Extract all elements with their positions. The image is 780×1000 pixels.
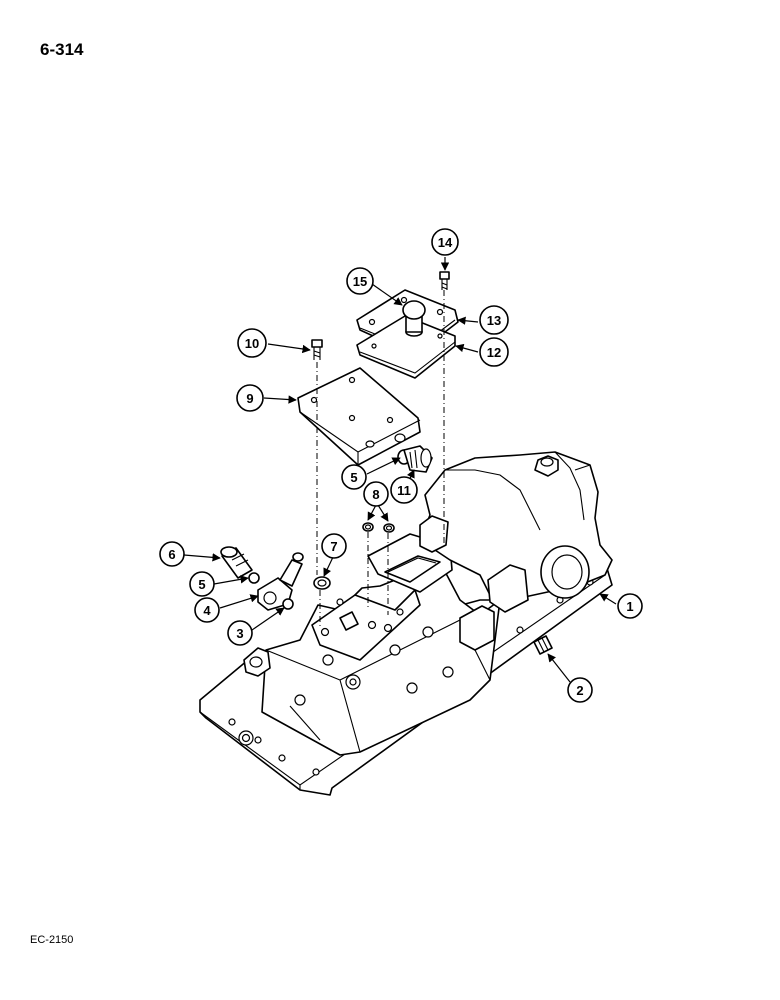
callout-5-upper: 5 — [341, 464, 367, 490]
callout-label: 4 — [203, 603, 211, 618]
callout-label: 14 — [438, 235, 453, 250]
callout-label: 6 — [168, 547, 175, 562]
callout-label: 7 — [330, 539, 337, 554]
callout-8: 8 — [363, 481, 389, 507]
relief-valve-6 — [220, 546, 253, 579]
callout-15: 15 — [346, 267, 374, 295]
callout-label: 5 — [350, 470, 357, 485]
fitting-2 — [533, 635, 553, 655]
callout-label: 13 — [487, 313, 501, 328]
elbow-fitting-4 — [257, 552, 304, 611]
callout-label: 2 — [576, 683, 583, 698]
callout-1: 1 — [617, 593, 643, 619]
plug-15 — [402, 300, 426, 337]
callout-2: 2 — [567, 677, 593, 703]
callout-label: 5 — [198, 577, 205, 592]
callout-3: 3 — [227, 620, 253, 646]
page-number: 6-314 — [40, 40, 84, 59]
callout-7: 7 — [321, 533, 347, 559]
callout-4: 4 — [194, 597, 220, 623]
callout-10: 10 — [237, 328, 267, 358]
callout-12: 12 — [479, 337, 509, 367]
callout-5-lower: 5 — [189, 571, 215, 597]
cap-screw-14 — [439, 271, 450, 290]
callout-label: 15 — [353, 274, 367, 289]
callout-label: 11 — [397, 483, 411, 498]
o-ring-3 — [282, 598, 294, 610]
washer-7 — [313, 576, 331, 590]
assembly-centerlines — [316, 290, 445, 628]
callout-label: 1 — [626, 599, 633, 614]
callout-9: 9 — [236, 384, 264, 412]
callout-11: 11 — [390, 476, 418, 504]
callout-13: 13 — [479, 305, 509, 335]
gasket-12 — [356, 315, 456, 379]
o-ring-5 — [248, 572, 260, 584]
callout-label: 10 — [245, 336, 259, 351]
callout-label: 3 — [236, 626, 243, 641]
callout-14: 14 — [431, 228, 459, 256]
callout-label: 9 — [246, 391, 253, 406]
document-code: EC-2150 — [30, 934, 74, 946]
cap-screw-10 — [311, 339, 323, 360]
callout-label: 8 — [372, 487, 379, 502]
callout-6: 6 — [159, 541, 185, 567]
callout-label: 12 — [487, 345, 501, 360]
fitting-11 — [397, 445, 433, 473]
rear-housing-cover — [199, 451, 613, 796]
o-rings-8 — [362, 522, 395, 533]
valve-block — [297, 367, 421, 466]
